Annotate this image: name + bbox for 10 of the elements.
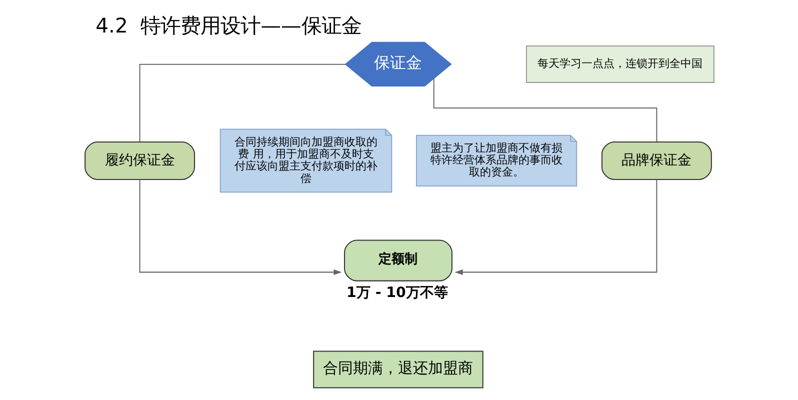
label: 每天学习一点点，连锁开到全中国	[537, 57, 702, 70]
arrow	[138, 180, 342, 276]
arrow	[454, 180, 657, 276]
diagram-title: 4.2 特许费用设计——保证金	[95, 14, 361, 38]
node-label: 1万 - 10万不等	[346, 285, 448, 302]
node-box: 履约保证金	[84, 141, 195, 180]
label: 合同期满，退还加盟商	[322, 359, 473, 378]
connector	[138, 64, 346, 142]
connector	[432, 78, 657, 142]
node-box: 品牌保证金	[600, 141, 712, 180]
